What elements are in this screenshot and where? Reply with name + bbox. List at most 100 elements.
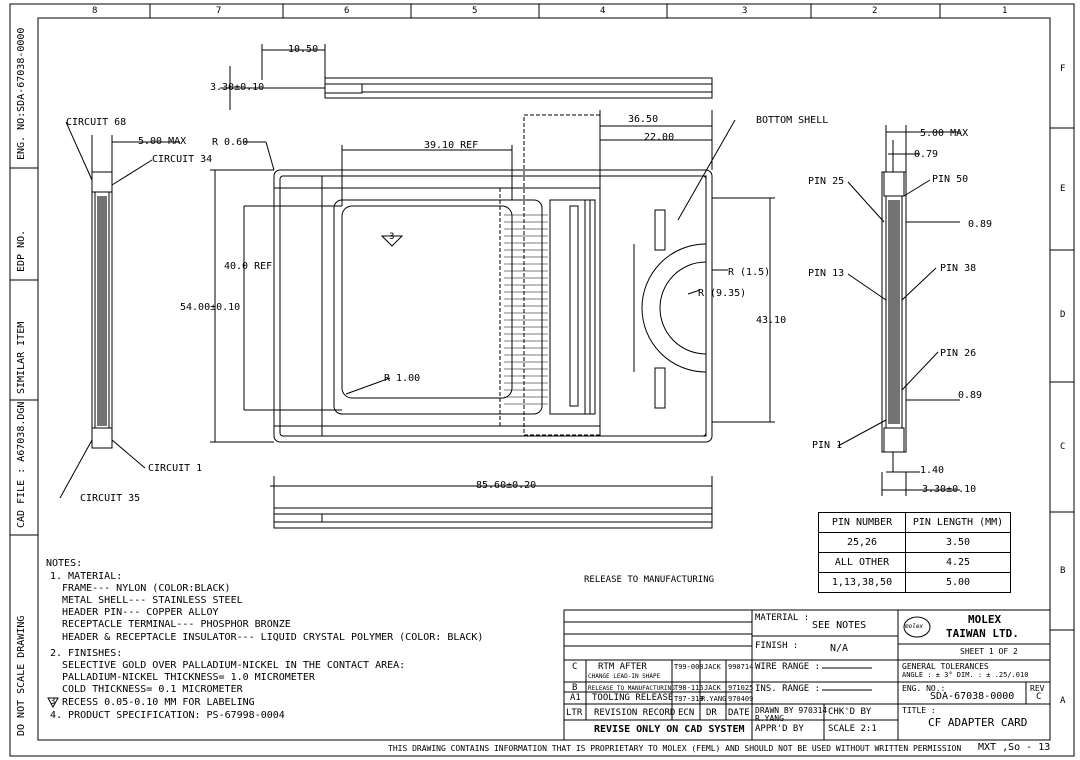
callout-label: PIN 13: [808, 268, 845, 279]
table-cell: 3.50: [905, 532, 1011, 553]
rev-dr: JACK: [704, 684, 721, 692]
rev-ltr: A1: [570, 693, 581, 703]
rev-header-ecn: ECN: [678, 708, 695, 718]
rev-record: TOOLING RELEASE: [592, 693, 674, 703]
dim-label: R 1.00: [384, 373, 421, 384]
dim-label: 0.79: [914, 149, 939, 160]
rev-header-date: DATE: [728, 708, 750, 718]
callout-label: PIN 26: [940, 348, 977, 359]
footer-code: MXT ,So - 13: [978, 742, 1051, 753]
dim-label: 36.50: [628, 114, 659, 125]
general-tolerances: GENERAL TOLERANCES: [902, 662, 989, 671]
dim-label: 5.00 MAX: [920, 128, 969, 139]
notes-line: SELECTIVE GOLD OVER PALLADIUM-NICKEL IN …: [62, 660, 406, 671]
table-cell: ALL OTHER: [818, 552, 906, 573]
zone-label-right: E: [1060, 184, 1066, 194]
notes-line: PALLADIUM-NICKEL THICKNESS= 1.0 MICROMET…: [62, 672, 315, 683]
finish-value: N/A: [830, 643, 849, 654]
zone-label-top: 2: [872, 6, 878, 16]
dim-label: R (9.35): [698, 288, 747, 299]
callout-label: PIN 38: [940, 263, 977, 274]
revise-only-on-cad: REVISE ONLY ON CAD SYSTEM: [594, 724, 745, 735]
dim-label: 0.89: [958, 390, 983, 401]
dim-label: R 0.60: [212, 137, 249, 148]
rev-header-dr: DR: [706, 708, 717, 718]
rev-header-record: REVISION RECORD: [594, 708, 676, 718]
recess-marker: 3: [389, 232, 395, 242]
material-value: SEE NOTES: [812, 620, 867, 631]
rev-dr: JACK: [704, 663, 721, 671]
callout-label: CIRCUIT 35: [80, 493, 141, 504]
finish-label: FINISH :: [755, 641, 799, 651]
notes-number-3: 3: [50, 697, 56, 707]
table-cell: 25,26: [818, 532, 906, 553]
rev-ltr: C: [572, 662, 578, 672]
material-label: MATERIAL :: [755, 613, 810, 623]
company-name: MOLEX: [968, 613, 1002, 626]
rev-ecn: T97-318: [674, 695, 704, 703]
rev-date: 970409: [728, 695, 754, 703]
zone-label-right: C: [1060, 442, 1066, 452]
dim-label: 85.60±0.20: [476, 480, 537, 491]
table-row: ALL OTHER 4.25: [818, 552, 1011, 573]
table-row: 1,13,38,50 5.00: [818, 572, 1011, 593]
zone-label-right: B: [1060, 566, 1066, 576]
rev-sub: CHANGE LEAD-IN SHAPE: [588, 673, 661, 680]
table-cell: 4.25: [905, 552, 1011, 573]
table-cell: 5.00: [905, 572, 1011, 593]
dim-label: 39.10 REF: [424, 140, 479, 151]
zone-label-top: 4: [600, 6, 606, 16]
zone-label-right: F: [1060, 64, 1066, 74]
zone-label-top: 8: [92, 6, 98, 16]
notes-line: HEADER & RECEPTACLE INSULATOR--- LIQUID …: [62, 632, 484, 643]
notes-line: RECESS 0.05-0.10 MM FOR LABELING: [62, 697, 255, 708]
title-label: TITLE :: [902, 706, 936, 715]
notes-line: 4. PRODUCT SPECIFICATION: PS-67998-0004: [50, 710, 285, 721]
callout-label: PIN 25: [808, 176, 845, 187]
callout-label: CIRCUIT 68: [66, 117, 127, 128]
apprd-by: APPR'D BY: [755, 724, 804, 734]
dim-label: 54.00±0.10: [180, 302, 241, 313]
table-row: 25,26 3.50: [818, 532, 1011, 553]
callout-label: BOTTOM SHELL: [756, 115, 829, 126]
rev-ltr: B: [572, 683, 578, 693]
tolerance-values: ANGLE : ± 3° DIM. : ± .25/.010: [902, 671, 1029, 679]
dim-label: 3.30±0.10: [922, 484, 977, 495]
zone-label-top: 6: [344, 6, 350, 16]
scale-label: SCALE 2:1: [828, 724, 877, 734]
chkd-by: CHK'D BY: [828, 707, 872, 717]
notes-line: RECEPTACLE TERMINAL--- PHOSPHOR BRONZE: [62, 619, 291, 630]
callout-label: PIN 50: [932, 174, 969, 185]
rev-header-ltr: LTR: [566, 708, 583, 718]
eng-no-label: ENG. NO.:: [902, 684, 946, 693]
eng-no-value: SDA-67038-0000: [930, 691, 1015, 702]
zone-label-right: D: [1060, 310, 1066, 320]
drawn-by: DRAWN BY 970314 R.YANG: [755, 706, 828, 723]
proprietary-notice: THIS DRAWING CONTAINS INFORMATION THAT I…: [388, 744, 962, 753]
dim-label: 1.40: [920, 465, 945, 476]
zone-label-top: 5: [472, 6, 478, 16]
notes-heading: NOTES:: [46, 558, 83, 569]
rev-record: RELEASE TO MANUFACTURING: [588, 685, 675, 692]
table-header: PIN LENGTH (MM): [905, 512, 1011, 533]
rev-value: C: [1036, 692, 1042, 702]
rev-dr: R.YANG: [701, 695, 727, 703]
pin-length-table: PIN NUMBER PIN LENGTH (MM) 25,26 3.50 AL…: [818, 512, 1011, 593]
zone-label-top: 1: [1002, 6, 1008, 16]
notes-line: COLD THICKNESS= 0.1 MICROMETER: [62, 684, 243, 695]
zone-label-top: 7: [216, 6, 222, 16]
rev-date: 971025: [728, 684, 754, 692]
zone-label-top: 3: [742, 6, 748, 16]
dim-label: 43.10: [756, 315, 787, 326]
table-cell: 1,13,38,50: [818, 572, 906, 593]
molex-logo: molex: [905, 623, 924, 630]
table-row: PIN NUMBER PIN LENGTH (MM): [818, 512, 1011, 533]
notes-line: FRAME--- NYLON (COLOR:BLACK): [62, 583, 231, 594]
dim-label: 5.00 MAX: [138, 136, 187, 147]
sheet-number: SHEET 1 OF 2: [960, 647, 1018, 656]
rev-record: RTM AFTER: [598, 662, 647, 672]
release-to-mfg-stamp: RELEASE TO MANUFACTURING: [584, 575, 715, 585]
callout-label: CIRCUIT 34: [152, 154, 213, 165]
rev-date: 990714: [728, 663, 754, 671]
